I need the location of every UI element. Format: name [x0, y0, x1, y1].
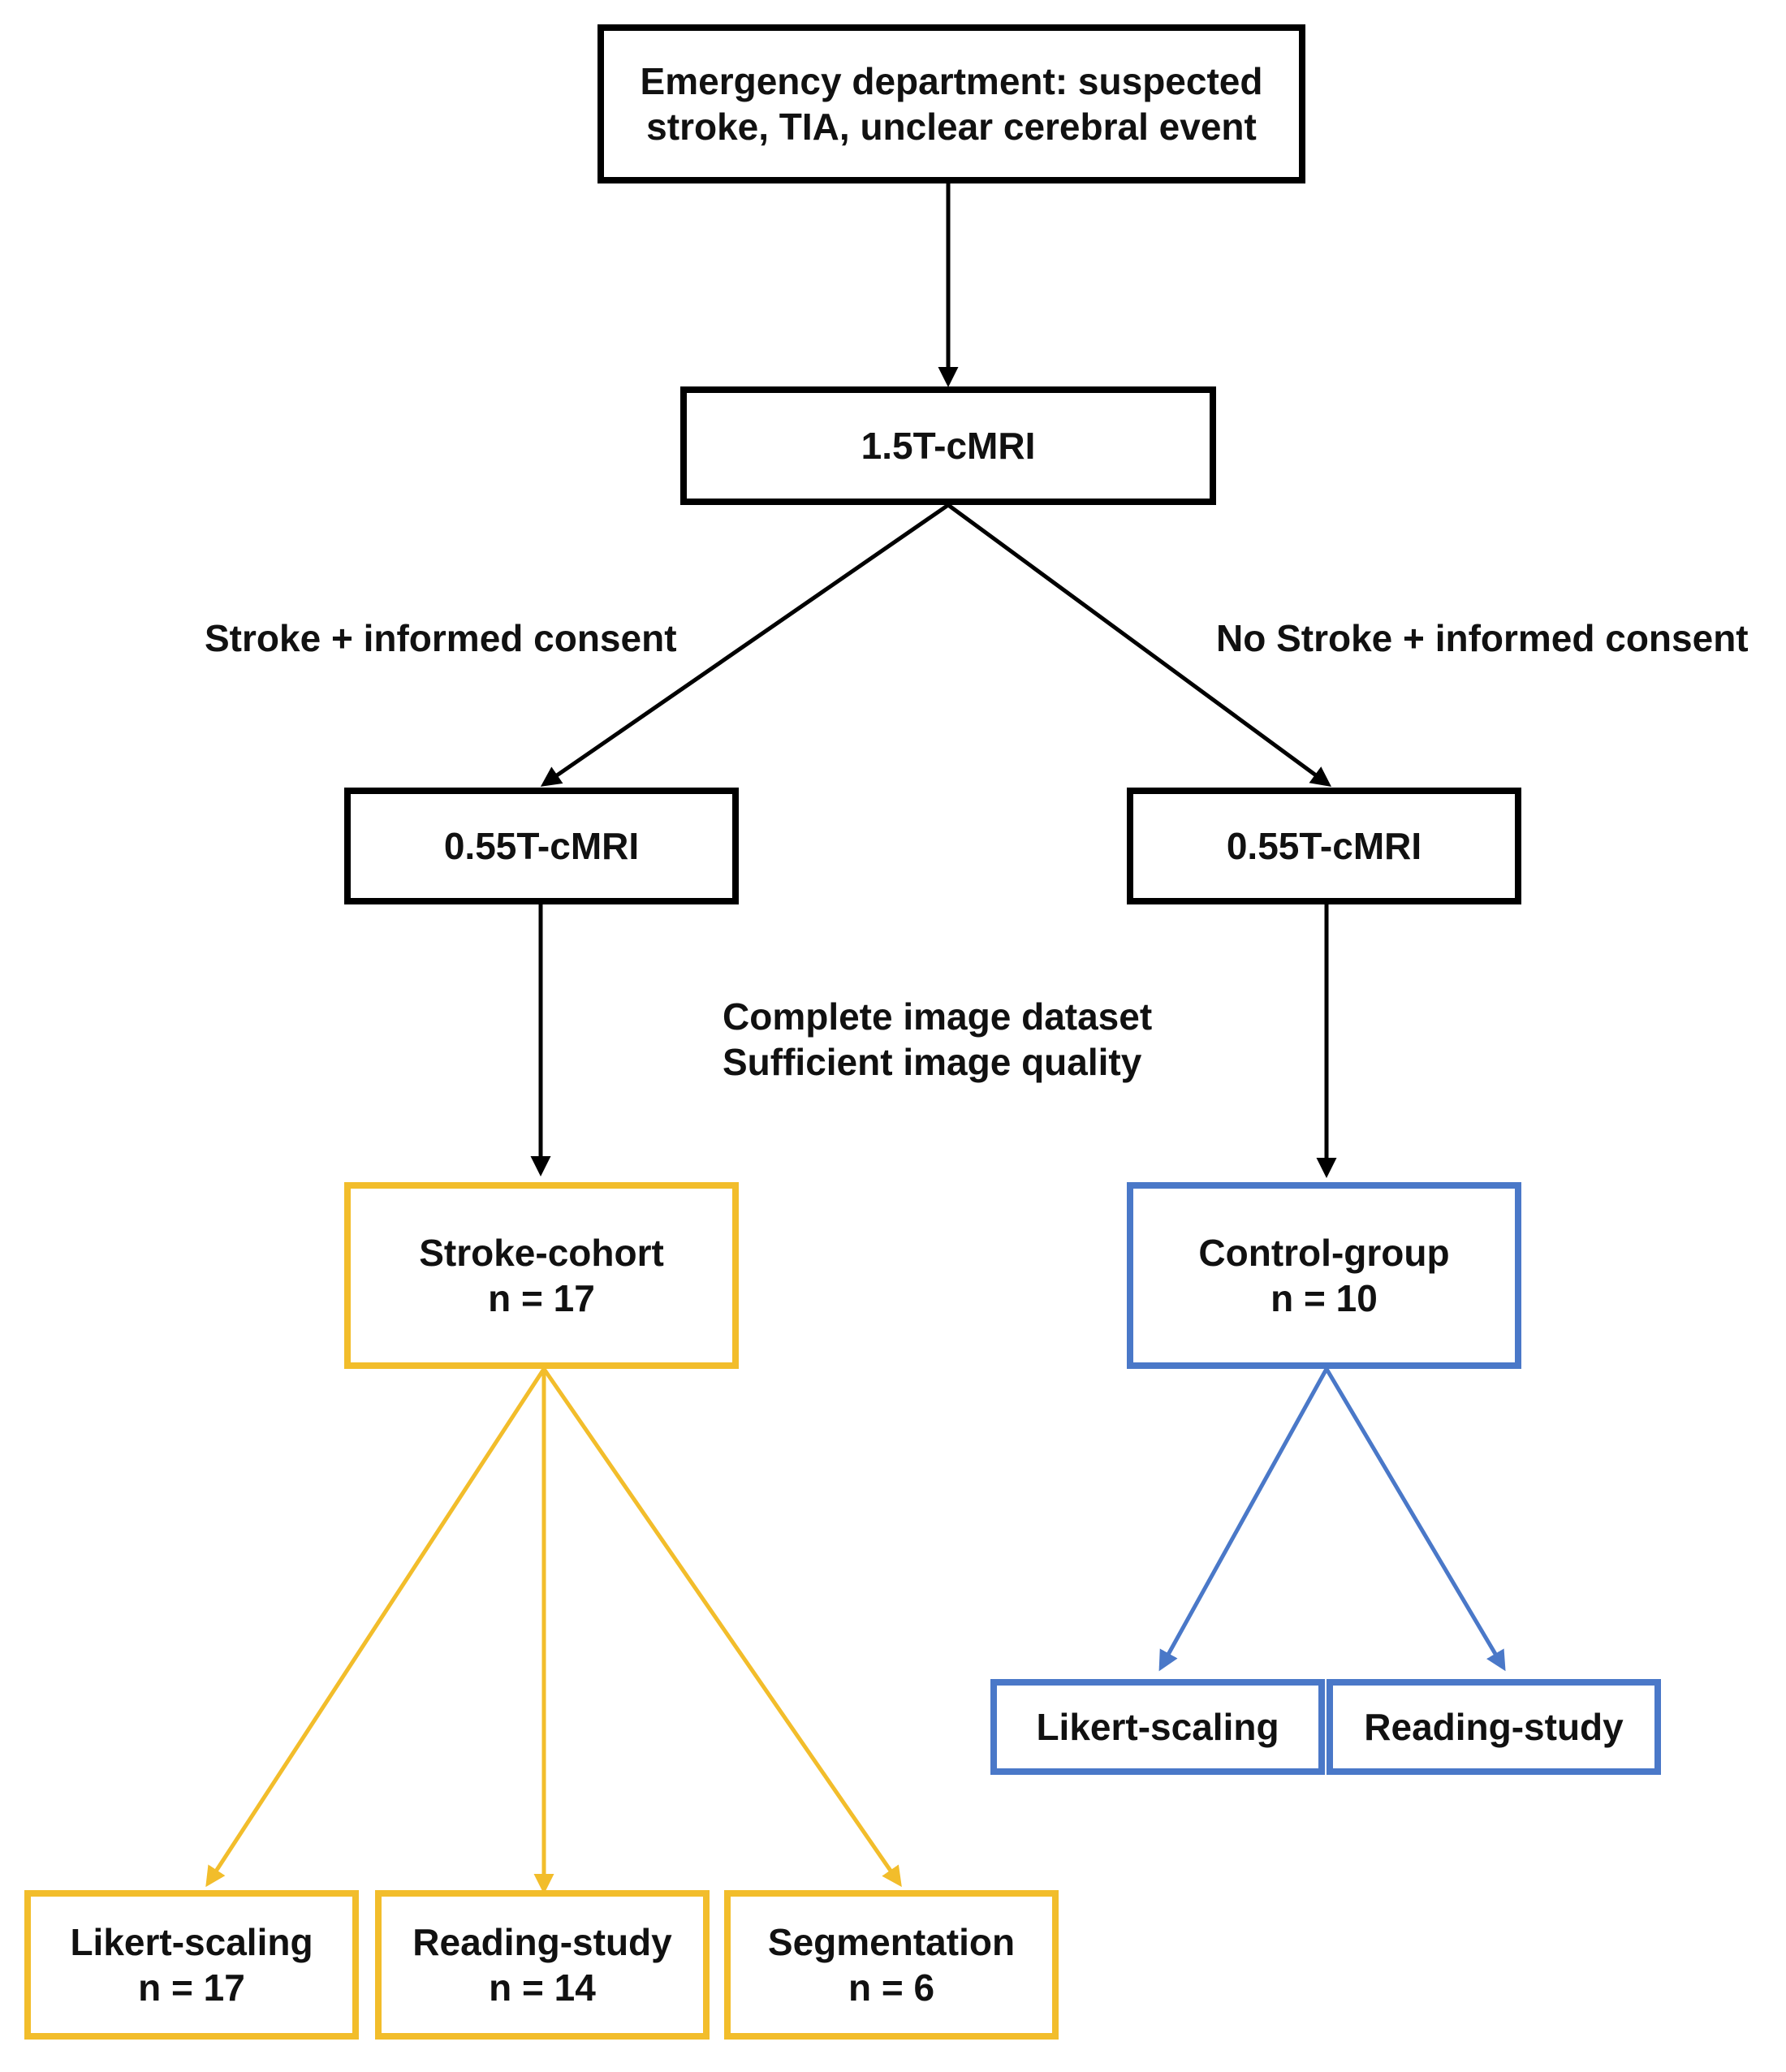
node-text-line: Stroke-cohort — [419, 1232, 664, 1274]
arrow-control-group-to-likert — [1158, 1367, 1329, 1672]
arrow-stroke-cohort-to-likert — [205, 1367, 546, 1888]
node-text-line: Likert-scaling — [1036, 1706, 1279, 1748]
arrow-mri15-to-left-mri055 — [540, 503, 950, 787]
arrow-mri15-to-right-mri055 — [947, 503, 1332, 787]
mri-0-55t-left-node: 0.55T-cMRI — [344, 788, 739, 904]
dataset-criteria-label-line1: Complete image dataset — [723, 995, 1153, 1038]
node-text-line: n = 17 — [488, 1277, 595, 1319]
stroke-reading-study-node: Reading-study n = 14 — [375, 1890, 710, 2040]
stroke-likert-scaling-node: Likert-scaling n = 17 — [24, 1890, 359, 2040]
node-text-line: 1.5T-cMRI — [861, 425, 1036, 467]
node-text-line: stroke, TIA, unclear cerebral event — [646, 106, 1257, 148]
node-text-line: n = 14 — [489, 1966, 596, 2009]
control-group-node: Control-group n = 10 — [1127, 1182, 1521, 1369]
node-text-line: Control-group — [1198, 1232, 1450, 1274]
node-text-line: Reading-study — [412, 1921, 672, 1963]
node-text-line: 0.55T-cMRI — [443, 825, 640, 867]
node-text-line: n = 10 — [1270, 1277, 1378, 1319]
node-text-line: Likert-scaling — [70, 1921, 313, 1963]
no-stroke-consent-label: No Stroke + informed consent — [1216, 617, 1749, 659]
control-likert-scaling-node: Likert-scaling — [990, 1679, 1325, 1775]
arrow-control-group-to-reading — [1324, 1367, 1506, 1672]
stroke-cohort-node: Stroke-cohort n = 17 — [344, 1182, 739, 1369]
emergency-department-node: Emergency department: suspected stroke, … — [597, 24, 1305, 183]
node-text-line: Reading-study — [1364, 1706, 1624, 1748]
arrow-stroke-cohort-to-segmentation — [541, 1367, 902, 1888]
dataset-criteria-label-line2: Sufficient image quality — [723, 1041, 1142, 1083]
node-text-line: n = 6 — [848, 1966, 935, 2009]
stroke-segmentation-node: Segmentation n = 6 — [724, 1890, 1059, 2040]
control-reading-study-node: Reading-study — [1327, 1679, 1661, 1775]
node-text-line: 0.55T-cMRI — [1226, 825, 1422, 867]
node-text-line: Emergency department: suspected — [640, 60, 1263, 102]
mri-1-5t-node: 1.5T-cMRI — [680, 386, 1216, 505]
mri-0-55t-right-node: 0.55T-cMRI — [1127, 788, 1521, 904]
stroke-consent-label: Stroke + informed consent — [205, 617, 677, 659]
node-text-line: n = 17 — [138, 1966, 245, 2009]
node-text-line: Segmentation — [767, 1921, 1016, 1963]
